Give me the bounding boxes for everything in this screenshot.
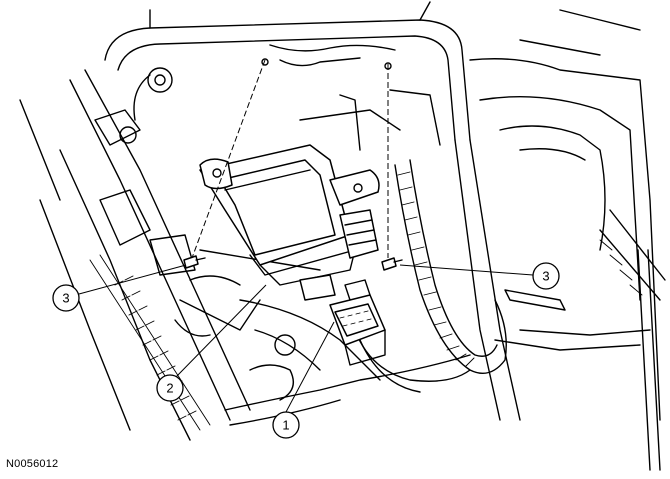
bolt-right (381, 257, 403, 271)
callout-1-label: 1 (282, 418, 289, 433)
callout-3-left-label: 3 (62, 291, 69, 306)
callout-3-right-label: 3 (542, 269, 549, 284)
callout-3-left: 3 (52, 264, 187, 312)
callout-2: 2 (156, 284, 267, 402)
control-module (199, 144, 380, 301)
callout-2-label: 2 (166, 381, 173, 396)
figure-id: N0056012 (6, 458, 59, 470)
callout-1: 1 (272, 321, 335, 439)
wiring-harness (354, 159, 507, 393)
callout-3-right: 3 (399, 262, 560, 290)
alignment-lines (191, 58, 392, 259)
electrical-connector (329, 279, 386, 366)
